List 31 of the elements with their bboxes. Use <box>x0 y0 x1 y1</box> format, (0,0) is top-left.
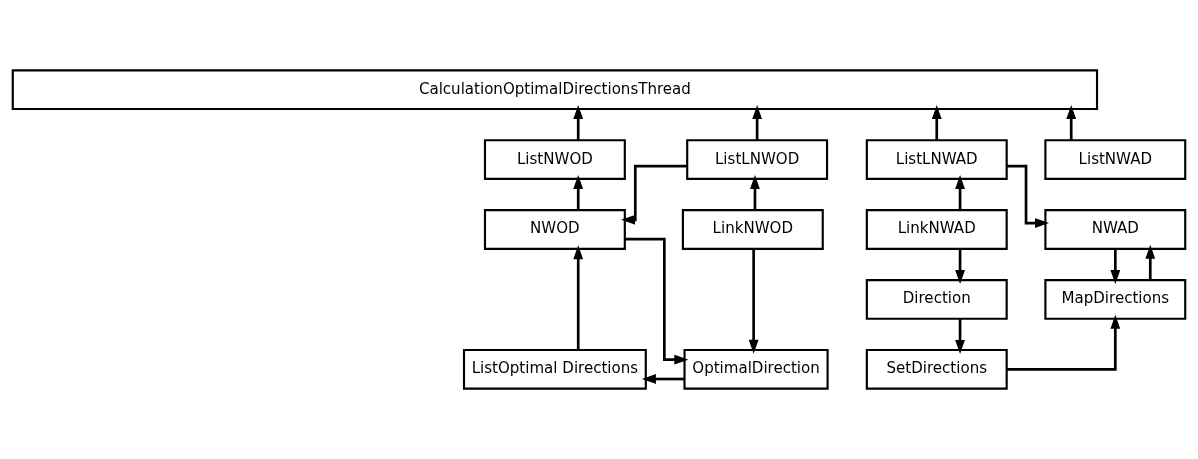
arrow <box>955 318 965 355</box>
node-box: MapDirections <box>1044 279 1187 320</box>
arrow <box>955 174 965 210</box>
node-box: ListLNWOD <box>686 139 829 180</box>
node-box: ListNWAD <box>1044 139 1187 180</box>
arrow <box>1145 244 1156 280</box>
node-box: LinkNWOD <box>681 209 824 250</box>
node-box: ListNWOD <box>483 139 626 180</box>
node-box: ListLNWAD <box>865 139 1008 180</box>
node-box: ListOptimal Directions <box>462 348 647 390</box>
node-box: SetDirections <box>865 348 1008 390</box>
arrow <box>1066 104 1077 141</box>
arrow <box>624 237 689 365</box>
arrow <box>1110 249 1121 285</box>
arrow <box>955 249 965 285</box>
arrow <box>752 104 763 141</box>
node-box: NWOD <box>483 209 626 250</box>
node-box: OptimalDirection <box>683 348 829 390</box>
node-box: Direction <box>865 279 1008 320</box>
node-box: NWAD <box>1044 209 1187 250</box>
arrow <box>573 245 584 350</box>
node-box: CalculationOptimalDirectionsThread <box>11 69 1099 111</box>
arrow <box>1006 314 1121 371</box>
arrow <box>931 104 942 141</box>
node-box: LinkNWAD <box>865 209 1008 250</box>
arrow <box>641 374 685 384</box>
arrow <box>748 248 759 354</box>
arrow <box>621 164 687 225</box>
arrow <box>573 104 584 141</box>
arrow <box>573 174 584 210</box>
arrow <box>750 174 760 210</box>
